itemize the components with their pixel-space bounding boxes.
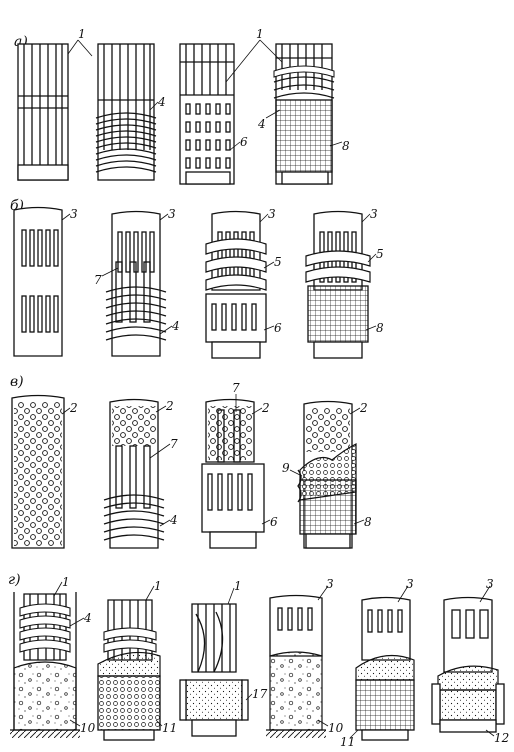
callout-a-6: 6: [240, 135, 248, 149]
filter-c4: [297, 400, 357, 549]
callout-d-3: 3: [326, 577, 334, 591]
filter-b4: [305, 210, 371, 359]
callout-c-6: 6: [270, 515, 278, 529]
callout-c-2d: 2: [359, 401, 368, 415]
filter-d1: [10, 592, 80, 738]
callout-b-7: 7: [94, 273, 102, 287]
callout-b-3: 3: [70, 207, 78, 221]
filter-b3: [205, 210, 267, 359]
callout-b-3b: 3: [168, 207, 176, 221]
callout-b-3d: 3: [370, 207, 378, 221]
callout-b-5: 5: [274, 255, 282, 269]
callout-d-1c: 1: [234, 579, 242, 593]
callout-a-8: 8: [342, 139, 350, 153]
callout-d-1: 1: [62, 575, 70, 589]
filter-a3: [179, 43, 235, 185]
row-label-c: в): [10, 374, 24, 390]
callout-d-17: 17: [252, 687, 268, 701]
row-label-d: г): [8, 572, 21, 588]
callout-c-9: 9: [282, 461, 290, 475]
filter-d3: [179, 603, 249, 737]
callout-b-6: 6: [274, 321, 282, 335]
filter-d5: [355, 596, 415, 741]
callout-d-3c: 3: [486, 577, 494, 591]
callout-b-5b: 5: [376, 247, 384, 261]
callout-d-10: 10: [80, 721, 96, 735]
callout-c-7b: 7: [232, 381, 240, 395]
callout-d-3b: 3: [406, 577, 414, 591]
callout-c-8: 8: [364, 515, 372, 529]
callout-c-2c: 2: [261, 401, 270, 415]
callout-c-2b: 2: [165, 399, 174, 413]
callout-a-1: 1: [78, 27, 86, 41]
filter-b1: [13, 206, 63, 357]
callout-c-7: 7: [170, 437, 178, 451]
callout-b-3c: 3: [268, 207, 276, 221]
filter-c1: [11, 394, 65, 549]
filter-a2: [95, 43, 157, 181]
callout-c-4: 4: [169, 513, 178, 527]
filter-a4: [273, 43, 335, 185]
callout-d-12: 12: [494, 731, 509, 745]
filter-d6: [431, 596, 505, 733]
callout-b-8: 8: [376, 321, 384, 335]
filter-c2: [103, 398, 165, 549]
callout-a-4b: 4: [257, 117, 266, 131]
filter-d4: [266, 594, 326, 738]
callout-d-11b: 11: [340, 735, 355, 749]
callout-a-1b: 1: [256, 27, 264, 41]
filter-b2: [105, 210, 167, 357]
filter-a1: [17, 43, 69, 181]
callout-d-10b: 10: [328, 721, 344, 735]
callout-d-1b: 1: [154, 579, 162, 593]
callout-c-2: 2: [69, 401, 78, 415]
filter-d2: [97, 599, 161, 741]
callout-b-4: 4: [171, 319, 180, 333]
callout-d-4: 4: [83, 611, 92, 625]
callout-d-11: 11: [162, 721, 177, 735]
filter-c3: [201, 398, 265, 549]
callout-a-4: 4: [157, 95, 166, 109]
